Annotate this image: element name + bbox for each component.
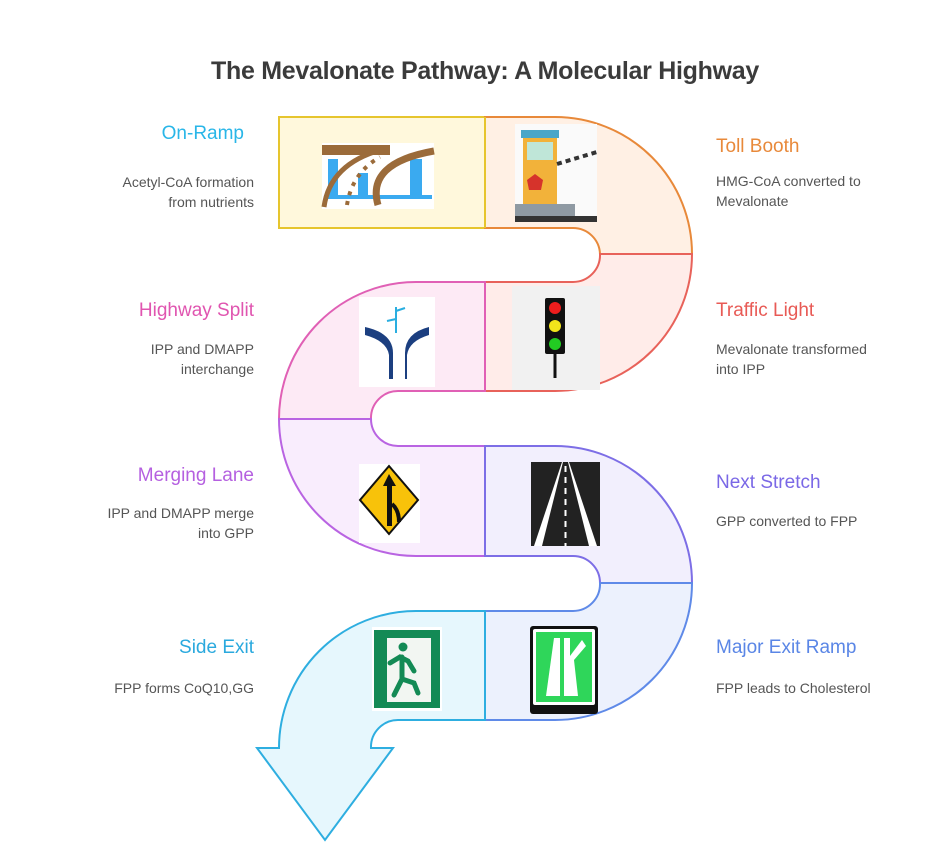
step-merging-lane: Merging Lane IPP and DMAPP merge into GPP	[54, 464, 254, 543]
step-desc: from nutrients	[168, 194, 254, 210]
exit-ramp-sign-icon	[530, 626, 598, 714]
traffic-light-icon	[512, 286, 600, 390]
step-label: Toll Booth	[716, 136, 800, 157]
step-desc: FPP leads to Cholesterol	[716, 680, 871, 696]
merge-sign-icon	[358, 464, 420, 543]
segment-side-exit-arrow	[255, 610, 486, 842]
step-label: On-Ramp	[161, 123, 244, 144]
step-toll-booth: Toll Booth HMG-CoA converted to Mevalonat…	[716, 135, 916, 211]
step-traffic-light: Traffic Light Mevalonate transformed into…	[716, 299, 916, 379]
step-desc: HMG-CoA converted to	[716, 173, 861, 189]
road-fork-icon	[359, 297, 435, 387]
step-desc: into IPP	[716, 361, 766, 377]
step-desc: into GPP	[197, 525, 254, 541]
step-desc: FPP forms CoQ10,GG	[114, 680, 254, 696]
straight-road-icon	[531, 462, 600, 546]
step-major-exit-ramp: Major Exit Ramp FPP leads to Cholesterol	[716, 636, 916, 698]
step-label: Merging Lane	[137, 465, 254, 486]
overpass-ramp-icon	[321, 143, 435, 209]
diagram-title: The Mevalonate Pathway: A Molecular High…	[211, 57, 759, 85]
step-label: Next Stretch	[716, 472, 821, 493]
toll-booth-icon	[515, 124, 598, 222]
step-desc: IPP and DMAPP	[150, 341, 254, 357]
step-label: Highway Split	[138, 300, 254, 321]
step-desc: Mevalonate	[716, 193, 789, 209]
step-label: Traffic Light	[716, 300, 815, 321]
step-label: Side Exit	[179, 637, 254, 658]
step-desc: IPP and DMAPP merge	[107, 505, 254, 521]
step-desc: interchange	[180, 361, 254, 377]
step-desc: GPP converted to FPP	[716, 513, 858, 529]
step-desc: Mevalonate transformed	[716, 341, 867, 357]
emergency-exit-icon	[372, 627, 442, 711]
step-desc: Acetyl-CoA formation	[122, 174, 255, 190]
step-on-ramp: On-Ramp Acetyl-CoA formation from nutrien…	[54, 122, 255, 212]
step-highway-split: Highway Split IPP and DMAPP interchange	[54, 299, 254, 379]
step-side-exit: Side Exit FPP forms CoQ10,GG	[54, 636, 254, 698]
step-next-stretch: Next Stretch GPP converted to FPP	[716, 471, 916, 531]
step-label: Major Exit Ramp	[716, 637, 857, 658]
